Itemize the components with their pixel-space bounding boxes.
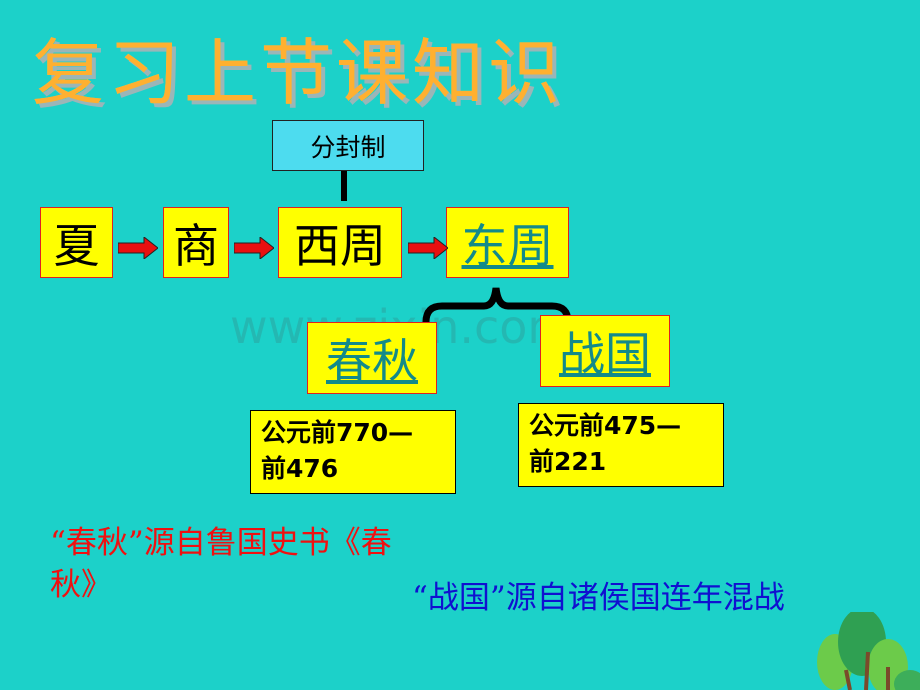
slide-title: 复习上节课知识 — [32, 14, 564, 119]
connector-line — [341, 171, 347, 201]
note-line: 秋》 — [50, 567, 112, 603]
dynasty-shang: 商 — [163, 207, 229, 278]
date-line: 公元前475— — [529, 411, 682, 440]
zhanguo-dates: 公元前475— 前221 — [518, 403, 724, 487]
zhanguo-origin-note: “战国”源自诸侯国连年混战 — [412, 580, 785, 616]
date-line: 公元前770— — [261, 418, 414, 447]
dynasty-xizhou: 西周 — [278, 207, 402, 278]
chunqiu-dates: 公元前770— 前476 — [250, 410, 456, 494]
fenfengzhi-box: 分封制 — [272, 120, 424, 171]
arrow-right-icon — [118, 237, 158, 259]
dynasty-dongzhou-link[interactable]: 东周 — [446, 207, 569, 278]
dynasty-xia: 夏 — [40, 207, 113, 278]
arrow-right-icon — [408, 237, 448, 259]
arrow-right-icon — [234, 237, 274, 259]
note-line: “春秋”源自鲁国史书《春 — [50, 525, 392, 561]
chunqiu-link[interactable]: 春秋 — [307, 322, 437, 394]
date-line: 前476 — [261, 454, 339, 483]
chunqiu-origin-note: “春秋”源自鲁国史书《春 秋》 — [50, 522, 392, 606]
date-line: 前221 — [529, 447, 607, 476]
zhanguo-link[interactable]: 战国 — [540, 315, 670, 387]
brace-icon — [422, 287, 572, 323]
trees-icon — [817, 612, 920, 690]
